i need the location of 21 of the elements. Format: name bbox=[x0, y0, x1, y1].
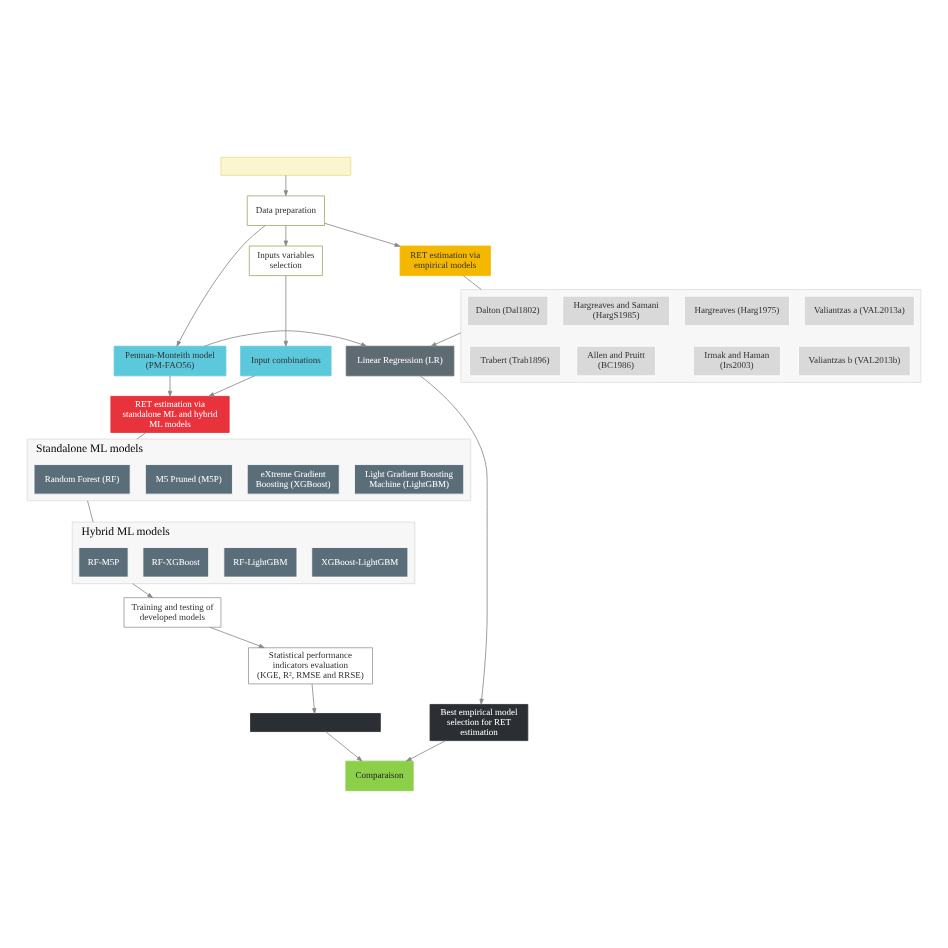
arrow bbox=[283, 225, 288, 247]
arrow bbox=[419, 375, 488, 705]
arrow bbox=[132, 583, 153, 599]
cluster bbox=[460, 289, 922, 383]
connector bbox=[462, 275, 482, 290]
arrow bbox=[204, 330, 367, 347]
arrow bbox=[283, 175, 288, 196]
node-box bbox=[220, 156, 352, 176]
arrow bbox=[405, 740, 446, 762]
arrow bbox=[167, 375, 173, 397]
arrow bbox=[209, 626, 265, 649]
connector bbox=[136, 432, 147, 440]
arrow bbox=[430, 332, 462, 347]
arrow bbox=[208, 375, 255, 397]
arrow bbox=[311, 683, 317, 714]
node-box bbox=[250, 713, 381, 732]
arrow bbox=[325, 731, 363, 762]
connector bbox=[87, 500, 94, 523]
arrow bbox=[283, 275, 288, 347]
arrow bbox=[324, 222, 401, 247]
arrow bbox=[176, 225, 266, 347]
